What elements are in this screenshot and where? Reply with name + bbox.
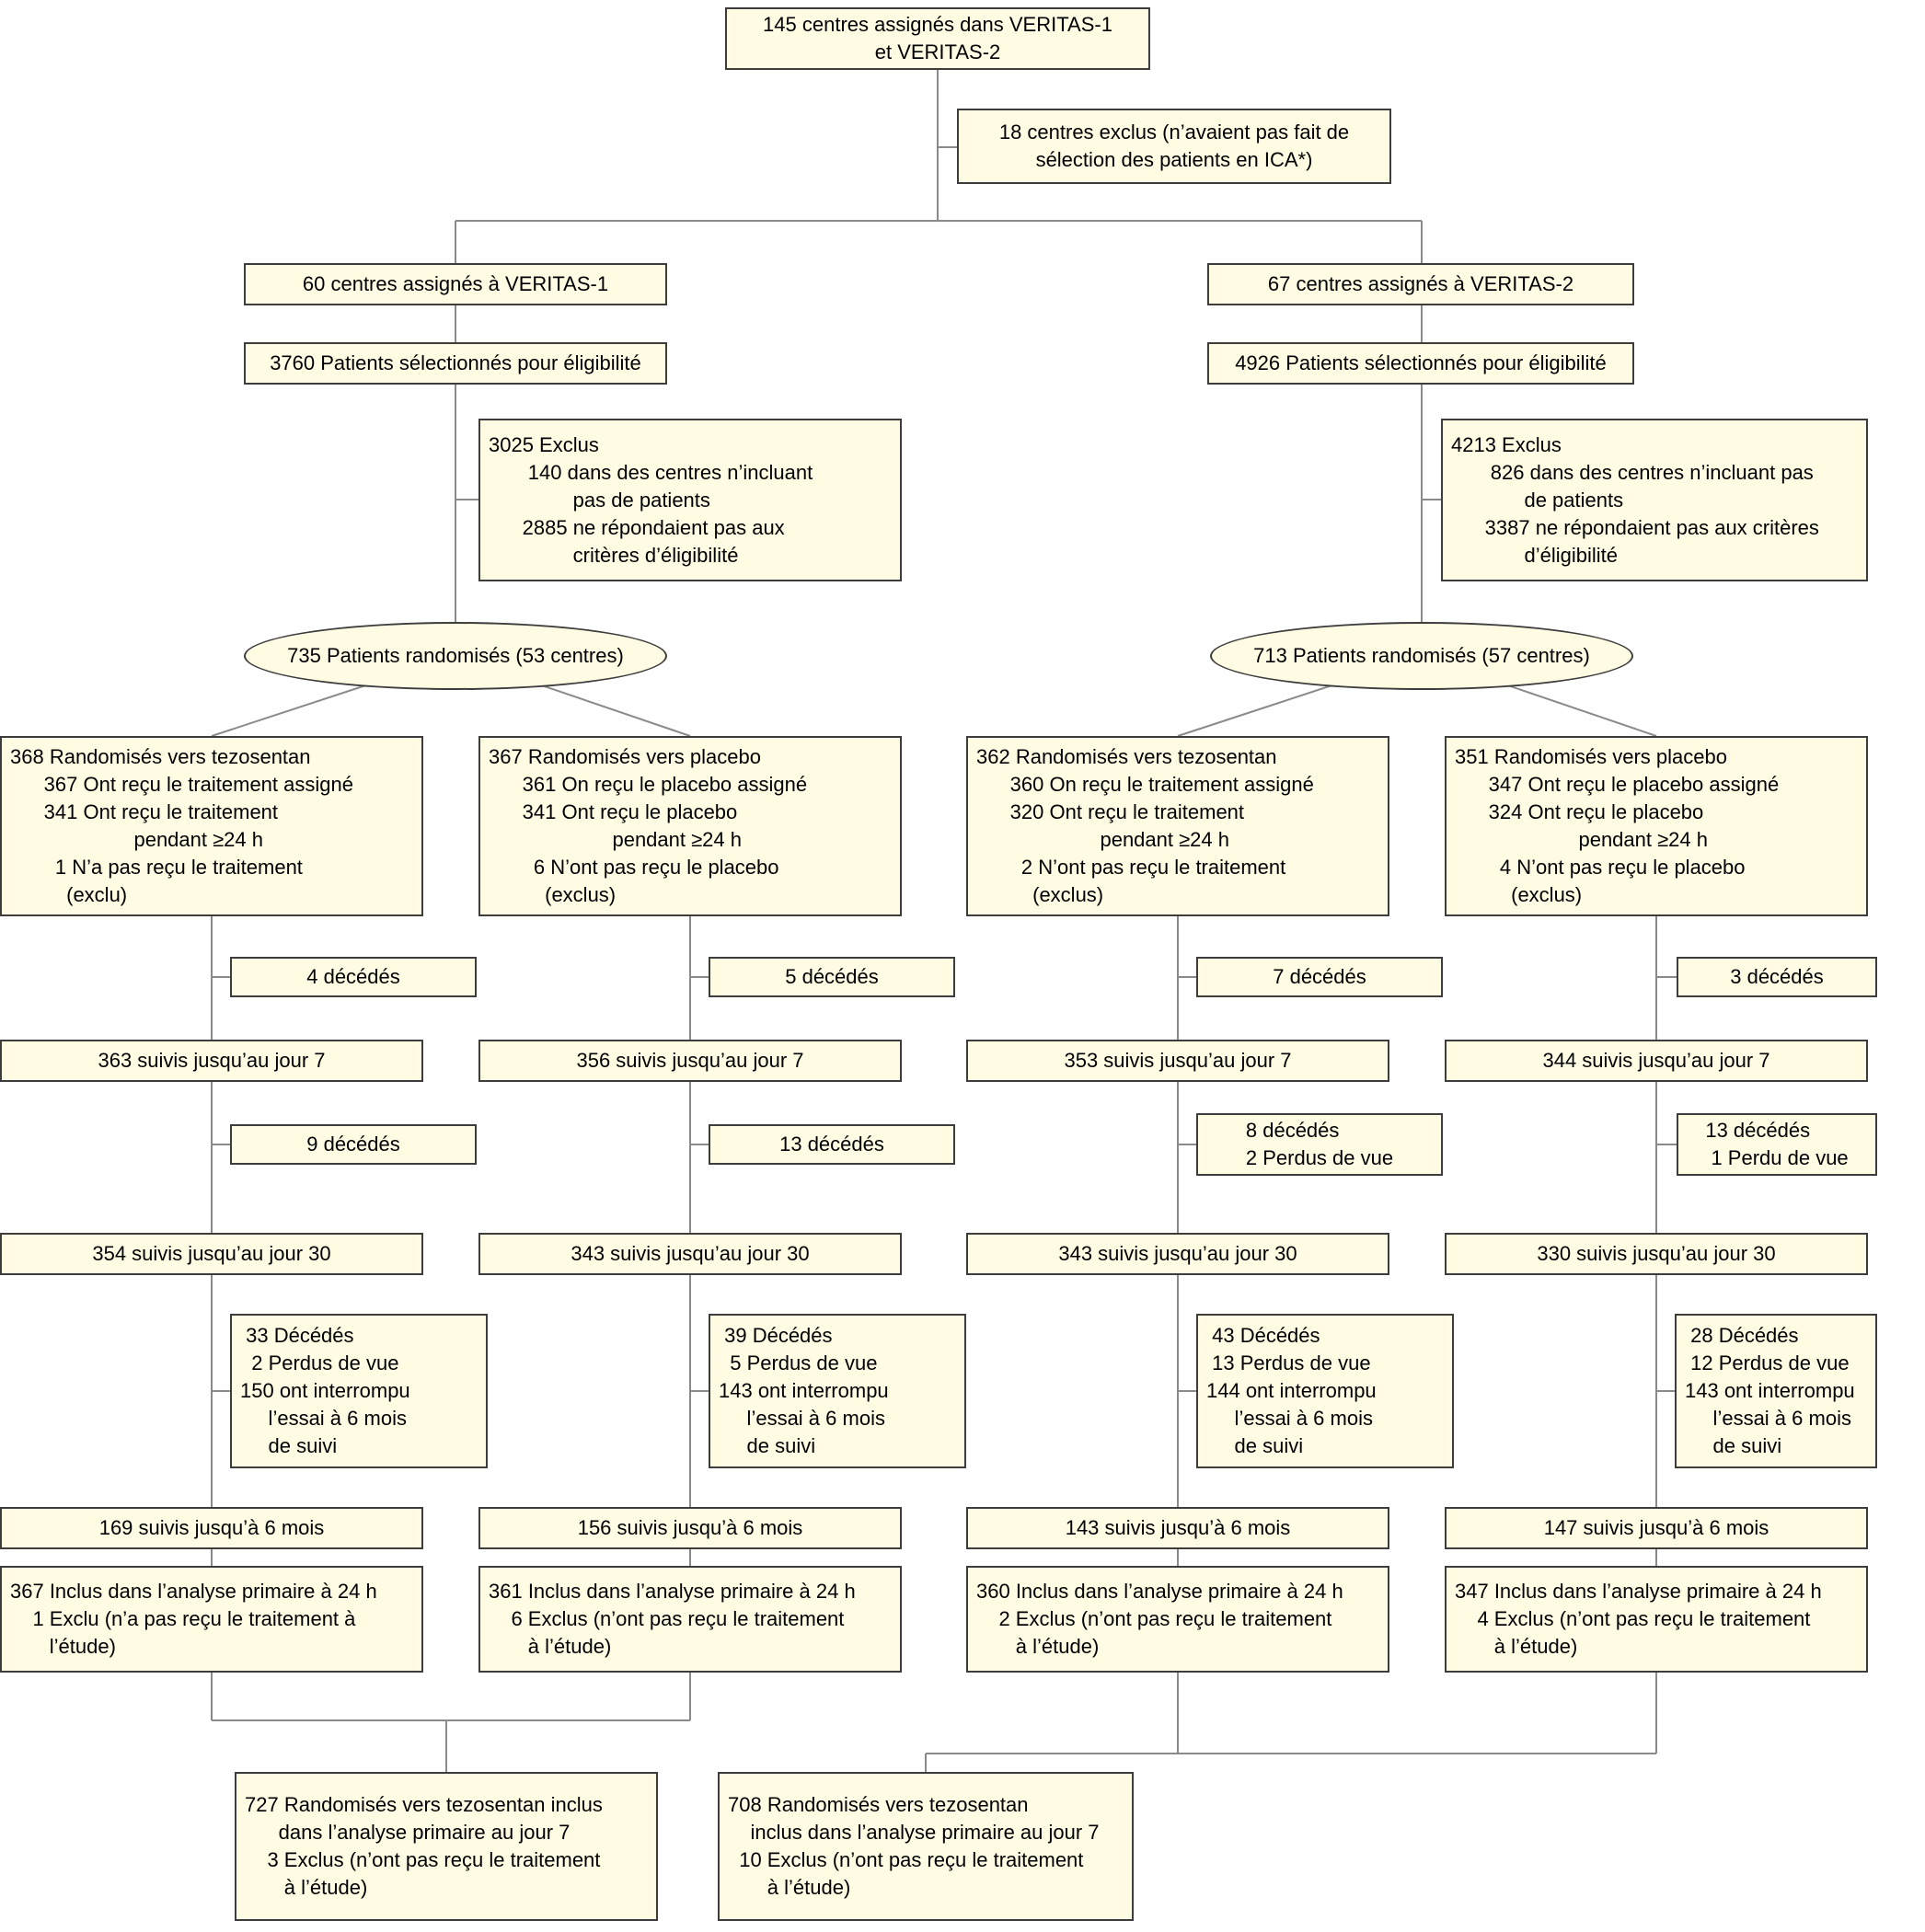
box-veritas1-screened: 3760 Patients sélectionnés pour éligibil… (244, 342, 667, 385)
ellipse-veritas2-randomized: 713 Patients randomisés (57 centres) (1210, 622, 1633, 690)
box-arm3-deaths-2: 8 décédés 2 Perdus de vue (1196, 1113, 1443, 1176)
box-veritas2-centres: 67 centres assignés à VERITAS-2 (1207, 263, 1634, 305)
box-arm3-6months: 143 suivis jusqu’à 6 mois (966, 1507, 1389, 1549)
box-arm1-attrition: 33 Décédés 2 Perdus de vue 150 ont inter… (230, 1314, 488, 1468)
box-arm1-6months: 169 suivis jusqu’à 6 mois (0, 1507, 423, 1549)
box-veritas2-pooled-day7-analysis: 708 Randomisés vers tezosentan inclus da… (718, 1772, 1134, 1921)
box-assigned-total: 145 centres assignés dans VERITAS-1 et V… (725, 7, 1150, 70)
box-arm4-deaths-1: 3 décédés (1677, 957, 1877, 997)
box-arm2-deaths-2: 13 décédés (709, 1124, 955, 1165)
box-arm1-allocation: 368 Randomisés vers tezosentan 367 Ont r… (0, 736, 423, 916)
box-arm3-deaths-1: 7 décédés (1196, 957, 1443, 997)
box-excluded-centres: 18 centres exclus (n’avaient pas fait de… (957, 109, 1391, 184)
box-arm3-allocation: 362 Randomisés vers tezosentan 360 On re… (966, 736, 1389, 916)
box-arm4-day7: 344 suivis jusqu’au jour 7 (1445, 1040, 1868, 1082)
box-arm2-analysis-24h: 361 Inclus dans l’analyse primaire à 24 … (478, 1566, 902, 1673)
box-arm2-attrition: 39 Décédés 5 Perdus de vue 143 ont inter… (709, 1314, 966, 1468)
box-arm2-day7: 356 suivis jusqu’au jour 7 (478, 1040, 902, 1082)
box-arm3-attrition: 43 Décédés 13 Perdus de vue 144 ont inte… (1196, 1314, 1454, 1468)
box-veritas1-centres: 60 centres assignés à VERITAS-1 (244, 263, 667, 305)
box-arm4-analysis-24h: 347 Inclus dans l’analyse primaire à 24 … (1445, 1566, 1868, 1673)
box-arm3-day30: 343 suivis jusqu’au jour 30 (966, 1233, 1389, 1275)
box-arm4-6months: 147 suivis jusqu’à 6 mois (1445, 1507, 1868, 1549)
box-arm1-day7: 363 suivis jusqu’au jour 7 (0, 1040, 423, 1082)
box-veritas2-excluded: 4213 Exclus 826 dans des centres n’inclu… (1441, 419, 1868, 581)
box-arm2-deaths-1: 5 décédés (709, 957, 955, 997)
ellipse-veritas1-randomized: 735 Patients randomisés (53 centres) (244, 622, 667, 690)
box-arm4-day30: 330 suivis jusqu’au jour 30 (1445, 1233, 1868, 1275)
box-arm1-deaths-2: 9 décédés (230, 1124, 477, 1165)
box-arm3-analysis-24h: 360 Inclus dans l’analyse primaire à 24 … (966, 1566, 1389, 1673)
box-arm2-day30: 343 suivis jusqu’au jour 30 (478, 1233, 902, 1275)
box-arm1-analysis-24h: 367 Inclus dans l’analyse primaire à 24 … (0, 1566, 423, 1673)
box-arm1-deaths-1: 4 décédés (230, 957, 477, 997)
box-arm4-attrition: 28 Décédés 12 Perdus de vue 143 ont inte… (1675, 1314, 1877, 1468)
box-veritas1-excluded: 3025 Exclus 140 dans des centres n’inclu… (478, 419, 902, 581)
box-arm4-deaths-2: 13 décédés 1 Perdu de vue (1677, 1113, 1877, 1176)
box-arm2-allocation: 367 Randomisés vers placebo 361 On reçu … (478, 736, 902, 916)
box-arm1-day30: 354 suivis jusqu’au jour 30 (0, 1233, 423, 1275)
box-arm4-allocation: 351 Randomisés vers placebo 347 Ont reçu… (1445, 736, 1868, 916)
box-veritas2-screened: 4926 Patients sélectionnés pour éligibil… (1207, 342, 1634, 385)
box-arm2-6months: 156 suivis jusqu’à 6 mois (478, 1507, 902, 1549)
box-veritas1-pooled-day7-analysis: 727 Randomisés vers tezosentan inclus da… (235, 1772, 658, 1921)
box-arm3-day7: 353 suivis jusqu’au jour 7 (966, 1040, 1389, 1082)
